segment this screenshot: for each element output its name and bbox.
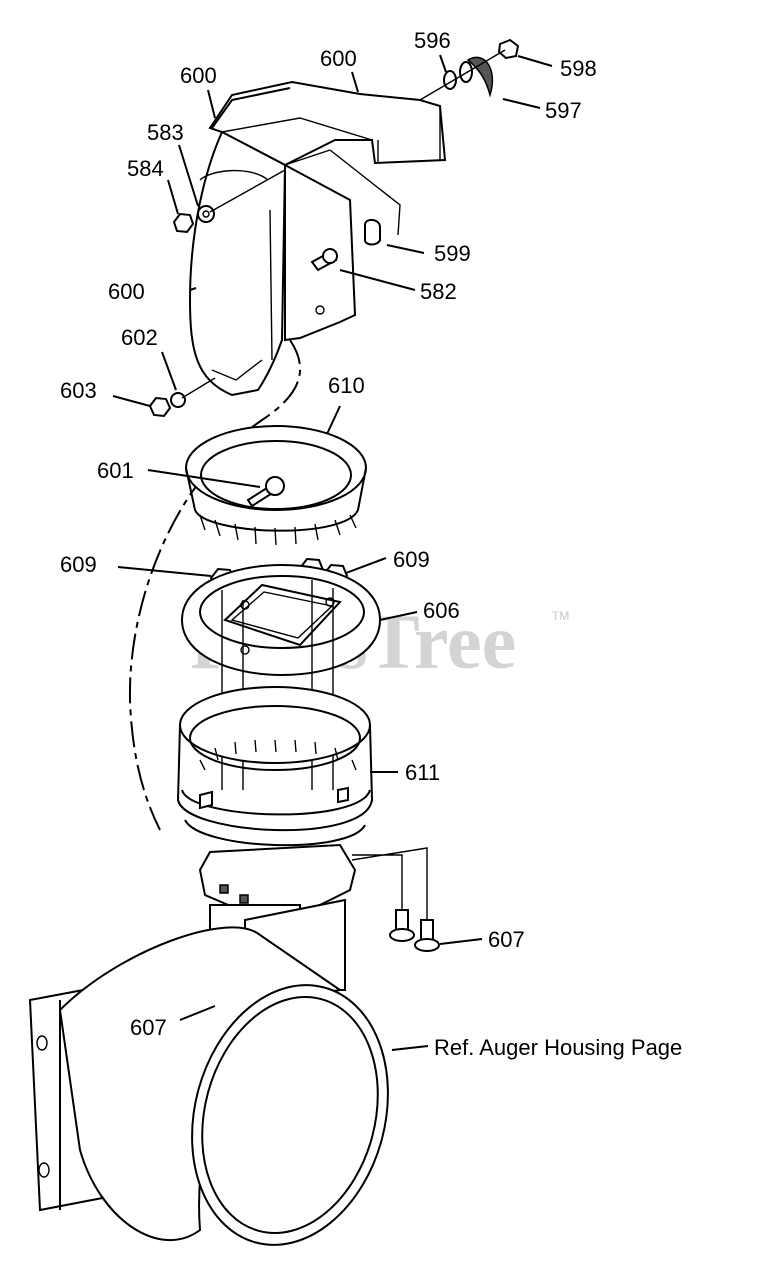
callout-609-left: 609: [60, 552, 97, 577]
reference-note: Ref. Auger Housing Page: [434, 1035, 682, 1060]
leader-lines: [112, 54, 553, 1051]
callout-607-left: 607: [130, 1015, 167, 1040]
callout-601: 601: [97, 458, 134, 483]
chute-deflector: [188, 80, 447, 397]
callout-609-right: 609: [393, 547, 430, 572]
callout-584: 584: [127, 156, 164, 181]
auger-housing-opening: [28, 926, 389, 1246]
deflector-hardware: [148, 38, 520, 418]
callout-596: 596: [414, 28, 451, 53]
callout-610: 610: [328, 373, 365, 398]
callout-607-right: 607: [488, 927, 525, 952]
callout-583: 583: [147, 120, 184, 145]
callout-600-top-left: 600: [180, 63, 217, 88]
assembly-path: [128, 339, 302, 831]
watermark-trademark: TM: [552, 609, 569, 623]
chute-gear-ring: [176, 686, 374, 847]
callout-600-top: 600: [320, 46, 357, 71]
callout-602: 602: [121, 325, 158, 350]
upper-chute-ring: [185, 425, 367, 546]
callout-599: 599: [434, 241, 471, 266]
callout-606: 606: [423, 598, 460, 623]
callout-597: 597: [545, 98, 582, 123]
callout-598: 598: [560, 56, 597, 81]
callout-582: 582: [420, 279, 457, 304]
callout-603: 603: [60, 378, 97, 403]
callout-611: 611: [405, 760, 440, 785]
callout-600-side: 600: [108, 279, 145, 304]
adapter-plate: [180, 557, 382, 677]
